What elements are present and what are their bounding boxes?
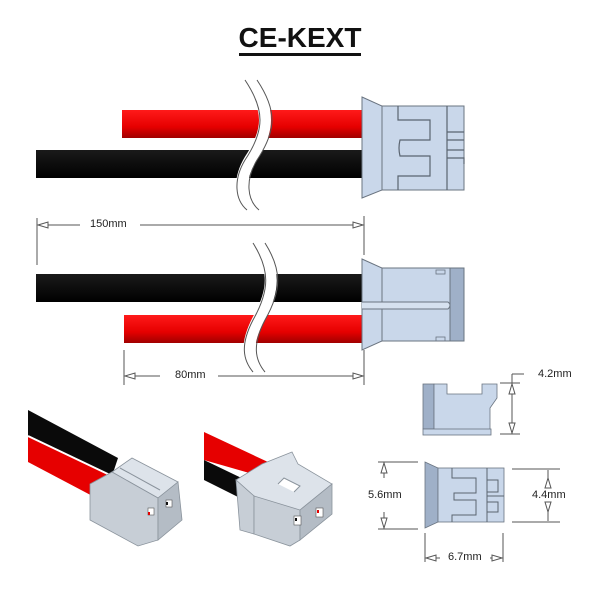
isometric-view-1 [27,410,183,547]
dimension-150mm [36,216,365,265]
dimension-label-80mm: 80mm [173,369,208,381]
bottom-view [36,239,465,376]
dimension-label-150mm: 150mm [88,218,129,230]
red-wire [124,315,362,343]
dimension-label-6-7mm: 6.7mm [446,551,484,563]
product-title: CE-KEXT [0,22,600,56]
front-dimension-view [378,461,560,562]
black-wire [36,150,362,178]
top-view [36,76,465,215]
black-wire [36,274,362,302]
connector-bottom [361,258,465,351]
dimension-label-4-2mm: 4.2mm [536,368,574,380]
red-wire [122,110,362,138]
dimension-label-5-6mm: 5.6mm [366,489,404,501]
dimension-80mm [123,350,365,385]
connector-top [361,96,465,199]
side-view [422,373,524,436]
isometric-view-2 [204,432,333,547]
dimension-label-4-4mm: 4.4mm [530,489,568,501]
